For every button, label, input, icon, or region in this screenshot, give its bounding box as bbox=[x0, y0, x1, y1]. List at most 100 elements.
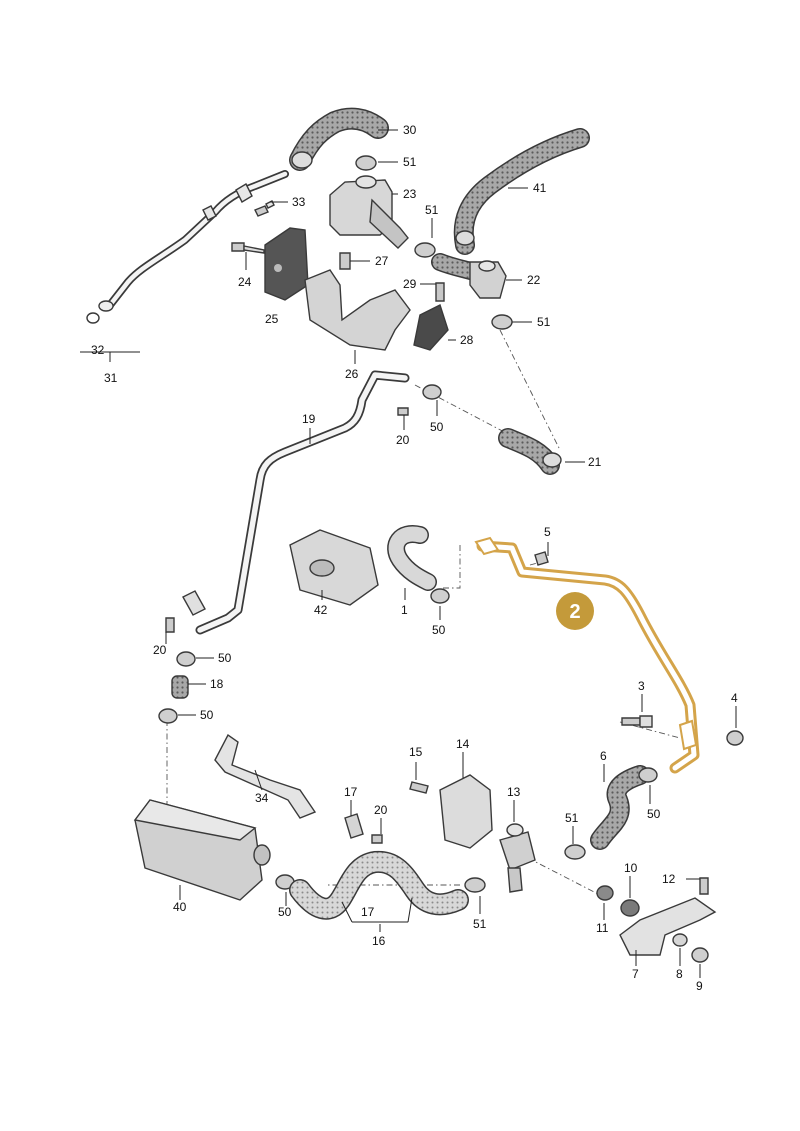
label-8: 8 bbox=[676, 967, 683, 981]
highlighted-pipe-2 bbox=[474, 536, 700, 774]
hose-6 bbox=[590, 765, 650, 850]
o-ring-32 bbox=[86, 312, 100, 324]
label-51-mid: 51 bbox=[425, 203, 439, 217]
hose-18 bbox=[171, 675, 189, 699]
label-11: 11 bbox=[596, 921, 609, 935]
label-50-f: 50 bbox=[278, 905, 292, 919]
bolt-20-c bbox=[371, 834, 383, 844]
label-50-b: 50 bbox=[432, 623, 446, 637]
leader-lines bbox=[80, 129, 737, 978]
label-28: 28 bbox=[460, 333, 474, 347]
label-25: 25 bbox=[265, 312, 279, 326]
bracket-34 bbox=[214, 733, 317, 819]
heat-shield-14 bbox=[439, 774, 493, 849]
label-7: 7 bbox=[632, 967, 639, 981]
clamp-50-c bbox=[176, 651, 196, 667]
clamp-51-d bbox=[564, 844, 586, 860]
bolt-15 bbox=[409, 781, 429, 794]
callout-badge-2: 2 bbox=[556, 592, 594, 630]
label-51-d: 51 bbox=[565, 811, 579, 825]
label-13: 13 bbox=[507, 785, 521, 799]
label-18: 18 bbox=[210, 677, 224, 691]
pump-23 bbox=[329, 175, 409, 249]
clamp-50-b bbox=[430, 588, 450, 604]
label-14: 14 bbox=[456, 737, 470, 751]
label-17-b: 17 bbox=[361, 905, 375, 919]
bolt-5 bbox=[534, 551, 549, 566]
bolt-12 bbox=[699, 877, 709, 895]
coolant-pipe-31 bbox=[98, 170, 289, 312]
clamp-51-e bbox=[464, 877, 486, 893]
label-23: 23 bbox=[403, 187, 417, 201]
clamp-50-d bbox=[158, 708, 178, 724]
valve-22 bbox=[431, 253, 507, 299]
label-5: 5 bbox=[544, 525, 551, 539]
bracket-26 bbox=[304, 269, 411, 351]
label-6: 6 bbox=[600, 749, 607, 763]
label-51-lower: 51 bbox=[537, 315, 551, 329]
nut-9 bbox=[691, 947, 709, 963]
bolt-3 bbox=[621, 715, 653, 728]
label-12: 12 bbox=[662, 872, 676, 886]
label-22: 22 bbox=[527, 273, 541, 287]
part-labels: 30 51 23 41 33 51 27 24 22 29 51 25 28 3… bbox=[91, 123, 738, 993]
label-21: 21 bbox=[588, 455, 602, 469]
grommet-11 bbox=[596, 885, 614, 901]
label-50-c: 50 bbox=[218, 651, 232, 665]
label-31: 31 bbox=[104, 371, 118, 385]
label-9: 9 bbox=[696, 979, 703, 993]
mount-bracket-7 bbox=[619, 897, 717, 956]
label-20-b: 20 bbox=[153, 643, 167, 657]
label-29: 29 bbox=[403, 277, 417, 291]
hose-41 bbox=[453, 128, 590, 255]
hose-30 bbox=[289, 107, 389, 171]
label-20-a: 20 bbox=[396, 433, 410, 447]
bolt-24 bbox=[231, 242, 265, 254]
bolt-20-b bbox=[165, 617, 175, 633]
oil-cooler-40 bbox=[133, 799, 271, 901]
label-33: 33 bbox=[292, 195, 306, 209]
label-30: 30 bbox=[403, 123, 417, 137]
label-16: 16 bbox=[372, 934, 386, 948]
label-20-c: 20 bbox=[374, 803, 388, 817]
label-51-e: 51 bbox=[473, 917, 487, 931]
label-50-a: 50 bbox=[430, 420, 444, 434]
bolt-29 bbox=[435, 282, 445, 302]
nut-4 bbox=[726, 730, 744, 746]
clamp-50-e bbox=[638, 767, 658, 783]
clip-17 bbox=[344, 813, 364, 839]
label-51-top: 51 bbox=[403, 155, 417, 169]
pipe-19 bbox=[182, 370, 410, 635]
label-19: 19 bbox=[302, 412, 316, 426]
callout-number: 2 bbox=[569, 601, 580, 623]
bolt-27 bbox=[339, 252, 351, 270]
hose-17-assembly bbox=[289, 850, 469, 920]
label-10: 10 bbox=[624, 861, 638, 875]
clamp-51-mid bbox=[414, 242, 436, 258]
label-42: 42 bbox=[314, 603, 328, 617]
label-40: 40 bbox=[173, 900, 187, 914]
pad-28 bbox=[413, 304, 449, 351]
label-17-a: 17 bbox=[344, 785, 358, 799]
label-24: 24 bbox=[238, 275, 252, 289]
bolt-20-a bbox=[397, 407, 409, 416]
oil-cooler-42 bbox=[289, 529, 379, 606]
label-1: 1 bbox=[401, 603, 408, 617]
hose-21 bbox=[498, 428, 562, 475]
clamp-51-top bbox=[355, 155, 377, 171]
valve-13 bbox=[499, 823, 536, 893]
clamp-51-lower bbox=[491, 314, 513, 330]
label-26: 26 bbox=[345, 367, 359, 381]
bolt-33 bbox=[254, 200, 275, 217]
washer-8 bbox=[672, 933, 688, 947]
label-27: 27 bbox=[375, 254, 389, 268]
label-50-e: 50 bbox=[647, 807, 661, 821]
label-3: 3 bbox=[638, 679, 645, 693]
clamp-50-a bbox=[422, 384, 442, 400]
label-34: 34 bbox=[255, 791, 269, 805]
label-32: 32 bbox=[91, 343, 105, 357]
label-41: 41 bbox=[533, 181, 547, 195]
label-4: 4 bbox=[731, 691, 738, 705]
